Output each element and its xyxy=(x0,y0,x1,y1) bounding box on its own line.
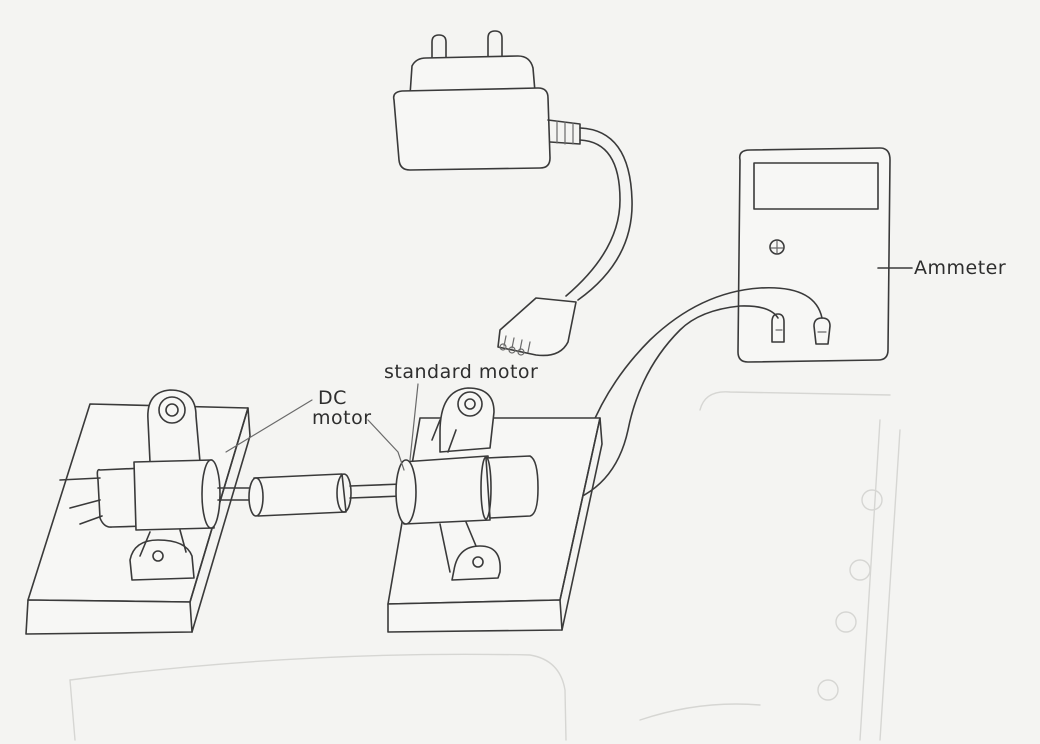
dc-motor-leader-right xyxy=(368,420,404,470)
standard-motor-label: standard motor xyxy=(384,361,538,383)
coupling-sleeve xyxy=(249,474,402,516)
adapter-connector xyxy=(498,298,576,355)
ammeter-display xyxy=(754,163,878,209)
ammeter-terminal-right xyxy=(814,318,830,344)
standard-motor-base xyxy=(388,418,602,632)
ammeter-label: Ammeter xyxy=(914,257,1006,279)
dc-motor-label-line2: motor xyxy=(312,407,372,429)
power-adapter xyxy=(394,31,632,300)
dc-motor-label-line1: DC xyxy=(318,387,347,409)
ammeter-meter xyxy=(738,148,912,362)
